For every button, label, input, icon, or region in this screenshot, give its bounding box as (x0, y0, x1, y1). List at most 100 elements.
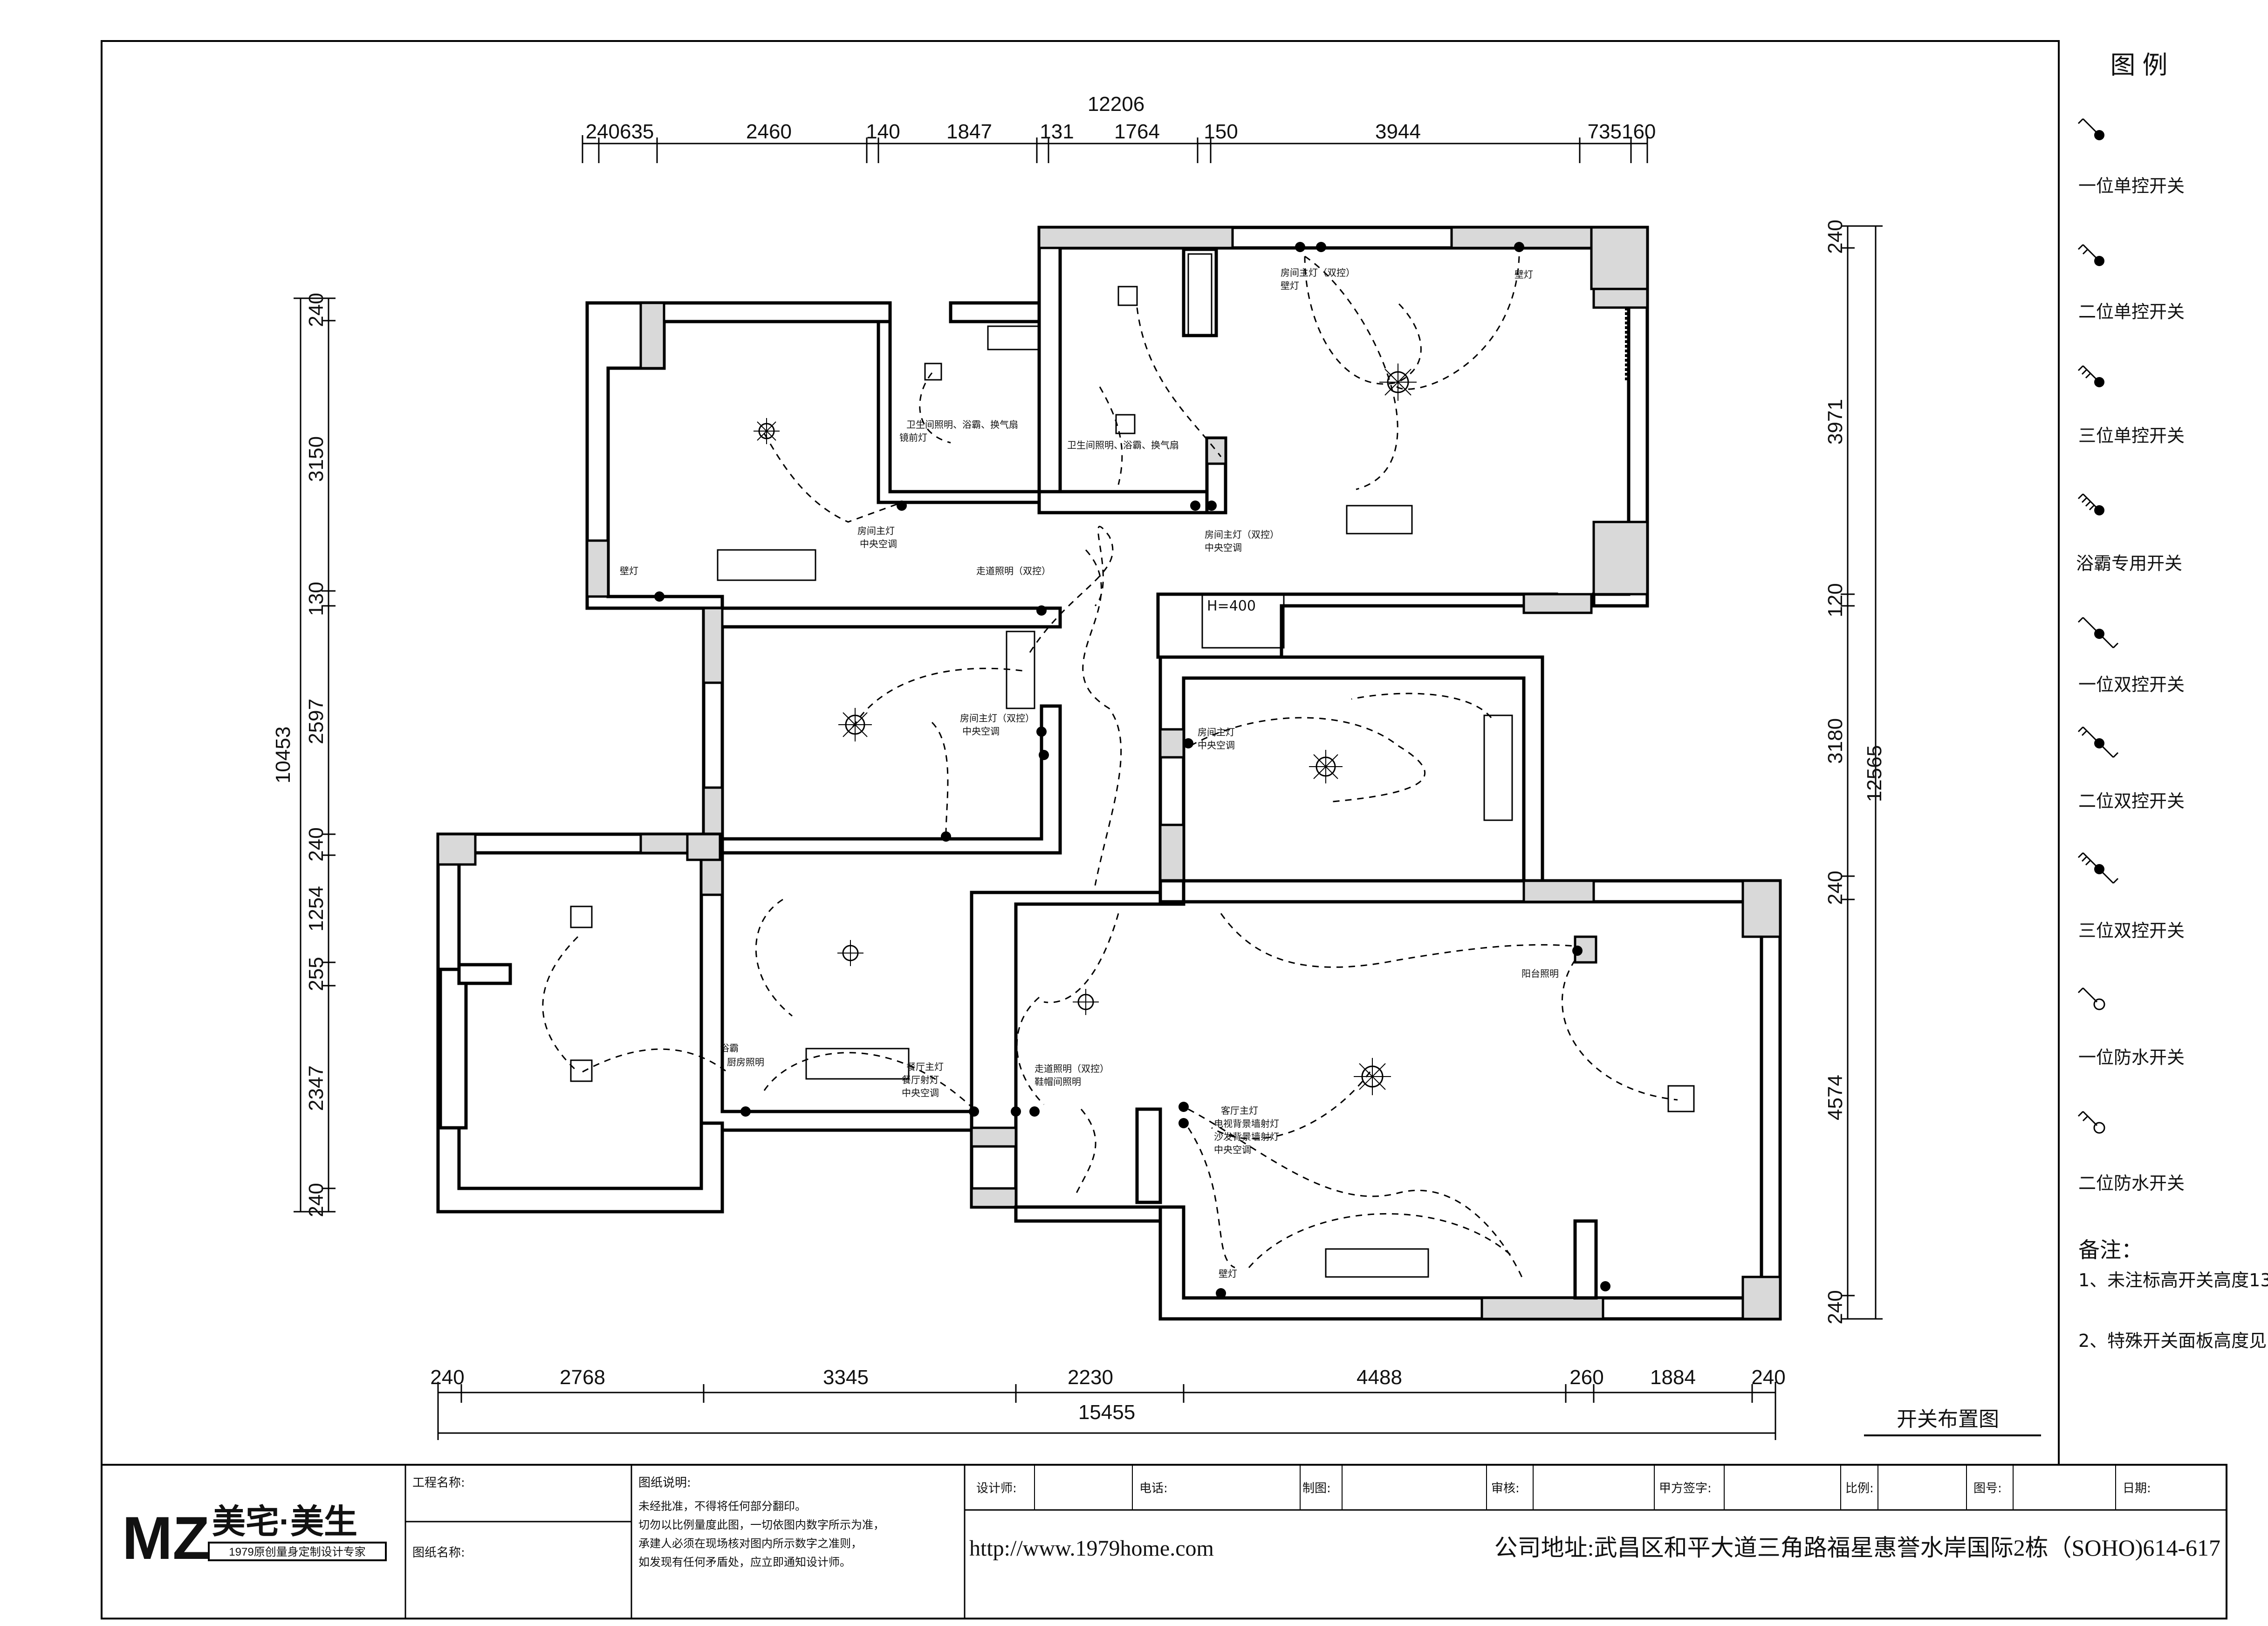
left-dim-2: 3150 (305, 436, 328, 482)
top-dim-3: 140 (866, 120, 900, 143)
right-dim-4: 3180 (1824, 718, 1847, 764)
right-dim-1: 240 (1824, 220, 1847, 254)
legend-label: 一位单控开关 (2078, 176, 2185, 196)
field-date: 日期: (2123, 1482, 2151, 1496)
annotation-text: 鞋帽间照明 (1035, 1076, 1081, 1087)
annotation-text: 客厅主灯 (1221, 1105, 1258, 1116)
bottom-dim-2: 2768 (560, 1366, 605, 1389)
annotation-text: 卫生间照明、浴霸、换气扇 (1067, 439, 1179, 451)
field-reviewer: 审核: (1491, 1482, 1520, 1496)
field-scale: 比例: (1845, 1482, 1874, 1496)
left-dim-3: 130 (305, 582, 328, 616)
annotation-text: 阳台照明 (1521, 968, 1559, 979)
top-dim-4: 1847 (946, 120, 992, 143)
top-dim-9: 735160 (1588, 120, 1656, 143)
annotation-text: 中央空调 (1205, 542, 1242, 553)
logo-mark: MZ (122, 1504, 210, 1572)
single-pole-switch-3-icon (2077, 365, 2104, 387)
switch-points (654, 242, 1610, 1298)
annotation-text: 房间主灯 (857, 525, 895, 536)
company-website: http://www.1979home.com (969, 1536, 1214, 1561)
field-drawing-no: 图号: (1973, 1482, 2002, 1496)
legend-label: 三位双控开关 (2078, 920, 2185, 941)
legend-label: 浴霸专用开关 (2076, 553, 2182, 574)
top-dim-5: 131 (1040, 120, 1074, 143)
bottom-dim-3: 3345 (823, 1366, 869, 1389)
top-dim-1: 240635 (586, 120, 654, 143)
project-name-label: 工程名称: (412, 1476, 465, 1490)
right-dim-5: 240 (1824, 871, 1847, 905)
left-dim-7: 255 (305, 957, 328, 991)
left-dimension-chain: 240 3150 130 2597 240 1254 255 2347 240 … (272, 293, 336, 1217)
company-address: 公司地址:武昌区和平大道三角路福星惠誉水岸国际2栋（SOHO)614-617 (1494, 1535, 2220, 1561)
two-way-switch-2-icon (2077, 726, 2119, 758)
right-total-dim: 12565 (1863, 745, 1886, 802)
top-dim-8: 3944 (1375, 120, 1421, 143)
legend-label: 一位防水开关 (2078, 1047, 2185, 1068)
two-way-switch-3-icon (2077, 852, 2119, 884)
legend-panel: 图 例 一位单控开关 二位单控开关 三位单控开关 浴霸专用开关 一位双控开关 二… (2076, 51, 2268, 1351)
brand-logo: MZ 美宅·美生 1979原创量身定制设计专家 (122, 1503, 387, 1572)
waterproof-switch-2-icon (2077, 1111, 2105, 1134)
field-designer: 设计师: (976, 1482, 1017, 1496)
field-client-sign: 甲方签字: (1659, 1482, 1712, 1496)
annotation-text: 电视背景墙射灯 (1214, 1118, 1279, 1129)
annotation-text: 中央空调 (1214, 1144, 1251, 1155)
top-dim-7: 150 (1204, 120, 1238, 143)
annotation-text: 中央空调 (962, 726, 1000, 737)
annotation-text: 卫生间照明、浴霸、换气扇 (906, 419, 1018, 430)
brand-tagline: 1979原创量身定制设计专家 (229, 1546, 365, 1558)
title-block: MZ 美宅·美生 1979原创量身定制设计专家 工程名称: 图纸名称: 图纸说明… (101, 1464, 2227, 1619)
left-dim-8: 2347 (305, 1065, 328, 1111)
ceiling-light-symbols (570, 286, 1417, 1095)
left-dim-6: 1254 (305, 886, 328, 932)
annotation-text: 壁灯 (1281, 280, 1299, 291)
single-pole-switch-2-icon (2077, 244, 2104, 266)
floor-plan-walls (436, 226, 1782, 1321)
legend-label: 二位双控开关 (2078, 791, 2185, 811)
right-dim-7: 240 (1824, 1290, 1847, 1324)
top-dim-2: 2460 (746, 120, 792, 143)
bottom-dim-1: 240 (430, 1366, 464, 1389)
drawing-name-label: 图纸名称: (412, 1546, 465, 1560)
annotation-text: 中央空调 (860, 538, 897, 549)
notes-line-3: 承建人必须在现场核对图内所示数字之准则， (638, 1537, 862, 1550)
right-dim-6: 4574 (1824, 1075, 1847, 1120)
notes-line-1: 未经批准，不得将任何部分翻印。 (638, 1500, 806, 1513)
annotation-text: 沙发背景墙射灯 (1214, 1131, 1279, 1142)
bottom-dimension-chain: 240 2768 3345 2230 4488 260 1884 240 154… (430, 1366, 1786, 1440)
annotation-text: 壁灯 (1219, 1268, 1237, 1279)
annotation-text: 壁灯 (620, 565, 638, 576)
legend-label: 三位单控开关 (2078, 425, 2185, 446)
left-dim-1: 240 (305, 293, 328, 327)
annotation-text: 壁灯 (1514, 269, 1533, 280)
height-mark: H=400 (1207, 598, 1256, 614)
two-way-switch-1-icon (2077, 617, 2119, 649)
fixtures: H=400 (717, 253, 1695, 1278)
left-dim-4: 2597 (305, 699, 328, 744)
top-dimension-chain: 12206 240635 2460 140 1847 131 1764 150 … (582, 93, 1656, 163)
left-dim-5: 240 (305, 827, 328, 861)
annotation-text: 中央空调 (902, 1087, 939, 1098)
drawing-title: 开关布置图 (1897, 1408, 1999, 1431)
annotation-text: 房间主灯（双控） (1281, 267, 1355, 278)
annotation-text: 镜前灯 (899, 432, 927, 443)
notes-title: 备注： (2078, 1238, 2143, 1262)
annotation-text: 厨房照明 (727, 1057, 764, 1068)
bottom-dim-6: 260 (1569, 1366, 1603, 1389)
single-pole-switch-1-icon (2077, 118, 2104, 140)
right-dim-2: 3971 (1824, 399, 1847, 445)
notes-line-2: 切勿以比例量度此图，一切依图内数字所示为准， (638, 1518, 884, 1531)
circuit-annotations: 房间主灯（双控） 壁灯 壁灯 卫生间照明、浴霸、换气扇 镜前灯 卫生间照明、浴霸… (620, 267, 1559, 1279)
bottom-dim-5: 4488 (1357, 1366, 1402, 1389)
annotation-text: 餐厅射灯 (902, 1074, 939, 1085)
annotation-text: 走道照明（双控） (1035, 1063, 1109, 1074)
annotation-text: 房间主灯 (1198, 727, 1235, 738)
annotation-text: 浴霸 (720, 1043, 739, 1054)
left-dim-9: 240 (305, 1183, 328, 1217)
annotation-text: 房间主灯（双控） (1205, 529, 1279, 540)
legend-title: 图 例 (2110, 51, 2167, 79)
bottom-total-dim: 15455 (1078, 1401, 1135, 1424)
